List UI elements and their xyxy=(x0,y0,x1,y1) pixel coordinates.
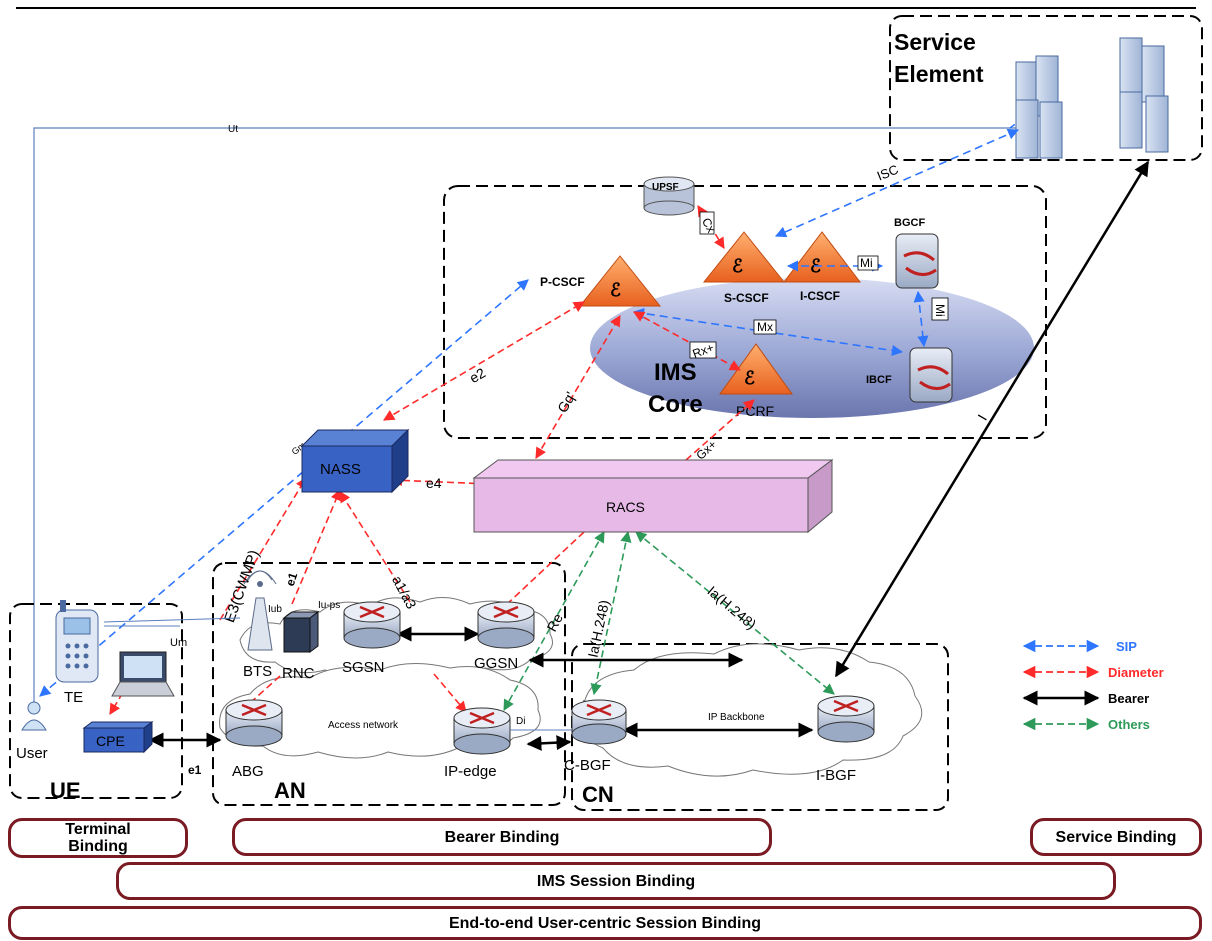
i-link xyxy=(834,160,1150,678)
bgcf-label: BGCF xyxy=(894,217,925,229)
ibcf-label: IBCF xyxy=(866,374,892,386)
p-cscf-label: P-CSCF xyxy=(540,275,585,289)
database-icon xyxy=(643,176,695,216)
ut-line xyxy=(33,127,1028,710)
ia-link-2 xyxy=(635,531,835,695)
rnc-label: RNC xyxy=(282,665,315,682)
router-icon xyxy=(225,699,283,747)
e2-link xyxy=(383,301,585,421)
cpe-label: CPE xyxy=(96,733,125,749)
iub-label: Iub xyxy=(268,604,282,615)
user-label: User xyxy=(16,745,48,762)
access-network-label: Access network xyxy=(328,720,399,731)
router-icon xyxy=(817,695,875,743)
upsf-label: UPSF xyxy=(652,182,679,193)
um-label: Um xyxy=(170,637,187,649)
p-cscf-node: ℰ xyxy=(578,255,662,307)
service-element-title: Service Element xyxy=(894,29,984,87)
s-cscf-label: S-CSCF xyxy=(724,291,769,305)
re-label: Re xyxy=(543,611,566,635)
gq-label: Gq' xyxy=(554,389,579,415)
legend-label: Diameter xyxy=(1108,665,1164,680)
ip-backbone-label: IP Backbone xyxy=(708,712,765,723)
cpe-node xyxy=(82,721,154,754)
router-icon xyxy=(571,699,627,745)
ia-label-1: Ia(H.248) xyxy=(585,598,613,658)
bgcf-node xyxy=(895,233,939,289)
te-label: TE xyxy=(64,689,83,706)
e4-label: e4 xyxy=(426,475,442,491)
bts-label: BTS xyxy=(243,663,272,680)
service-binding: Service Binding xyxy=(1030,818,1202,856)
rnc-icon xyxy=(282,611,320,653)
gx-label: Gx+ xyxy=(693,437,719,462)
router-icon xyxy=(453,707,511,755)
mi-label-1: Mi xyxy=(860,256,873,270)
i-bgf-label: I-BGF xyxy=(816,767,856,784)
laptop-icon xyxy=(111,651,175,697)
re-link xyxy=(503,531,605,711)
legend-label: SIP xyxy=(1116,639,1137,654)
nass-label: NASS xyxy=(320,461,361,478)
legend-label: Others xyxy=(1108,717,1150,732)
svg-text:ℰ: ℰ xyxy=(744,368,755,388)
racs-node xyxy=(472,459,834,534)
pcrf-label: PCRF xyxy=(736,403,774,419)
cn-region-label: CN xyxy=(582,782,614,807)
router-icon xyxy=(343,601,401,649)
an-region-label: AN xyxy=(274,778,306,803)
mi-label-2: Mi xyxy=(933,304,947,317)
e2-label: e2 xyxy=(467,364,489,386)
ia-label-2: Ia(H.248) xyxy=(704,583,759,633)
isc-label: ISC xyxy=(875,162,901,184)
racs-label: RACS xyxy=(606,499,645,515)
ggsn-label: GGSN xyxy=(474,655,518,672)
router-icon xyxy=(477,601,535,649)
mx-label: Mx xyxy=(757,320,773,334)
nass-node xyxy=(300,428,410,494)
sgsn-label: SGSN xyxy=(342,659,385,676)
iu-ps-label: Iu-ps xyxy=(318,600,340,611)
s-cscf-node: ℰ xyxy=(702,231,786,283)
i-cscf-label: I-CSCF xyxy=(800,289,840,303)
e1-label-b: e1 xyxy=(188,763,202,777)
server-icon xyxy=(1015,55,1063,159)
e1-label-a: e1 xyxy=(283,570,301,587)
phone-icon xyxy=(55,600,99,683)
c-bgf-label: C-BGF xyxy=(564,757,611,774)
legend-label: Bearer xyxy=(1108,691,1149,706)
ip-edge-label: IP-edge xyxy=(444,763,497,780)
server-icon xyxy=(1119,37,1169,153)
svg-text:ℰ: ℰ xyxy=(610,280,621,300)
i-label: I xyxy=(974,412,990,423)
ims-session-binding: IMS Session Binding xyxy=(116,862,1116,900)
di-label: Di xyxy=(516,716,525,727)
i-cscf-node: ℰ xyxy=(782,231,862,283)
rx-label: Rx+ xyxy=(691,340,716,361)
gq-link xyxy=(535,315,621,459)
bts-icon xyxy=(243,570,277,651)
svg-text:ℰ: ℰ xyxy=(732,256,743,276)
cx-label: Cx xyxy=(699,215,718,235)
abg-label: ABG xyxy=(232,763,264,780)
ut-label: Ut xyxy=(228,124,238,135)
service-element-region xyxy=(889,15,1203,161)
user-icon xyxy=(21,701,47,731)
ue-region-label: UE xyxy=(50,778,81,803)
bearer-binding: Bearer Binding xyxy=(232,818,772,856)
ibcf-node xyxy=(909,347,953,403)
end-to-end-binding: End-to-end User-centric Session Binding xyxy=(8,906,1202,940)
